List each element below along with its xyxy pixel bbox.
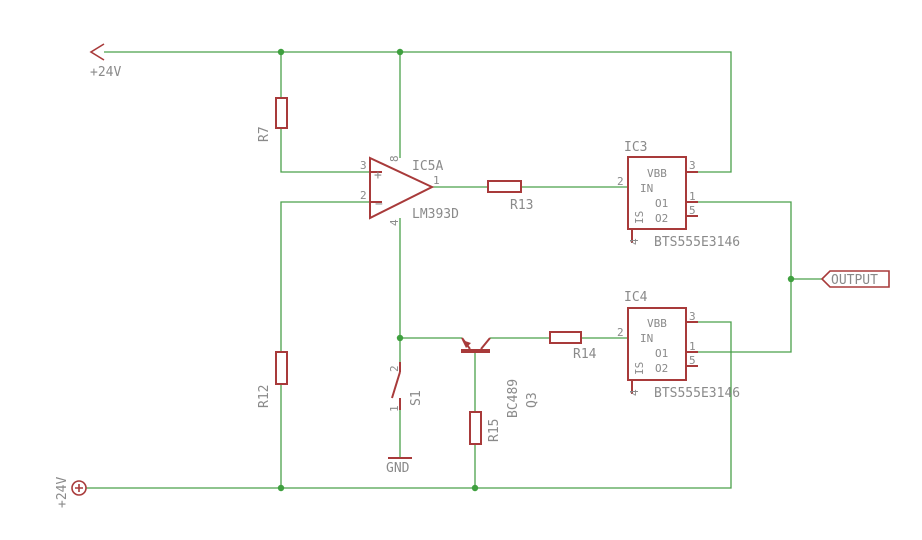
- resistor-r7[interactable]: R7: [257, 97, 288, 142]
- opamp-minus-sign: −: [375, 197, 383, 212]
- ic4-pin-vbb: 3: [689, 310, 696, 323]
- ic4-in-label: IN: [640, 332, 653, 345]
- switch-name: S1: [409, 390, 424, 406]
- switch-pin2: 2: [388, 365, 401, 372]
- ic3-o1-label: O1: [655, 197, 668, 210]
- ic-body: [627, 307, 687, 381]
- junction-dot: [396, 48, 404, 56]
- ic-pin-stubs: [631, 321, 698, 394]
- supply-arrow-icon: [89, 43, 105, 61]
- output-port-icon: [820, 270, 890, 288]
- resistor-r13[interactable]: R13: [487, 180, 533, 213]
- supply-plus-icon: [75, 484, 83, 492]
- junction-dot: [787, 275, 795, 283]
- opamp-pin-gnd: 4: [388, 219, 401, 226]
- resistor-r14[interactable]: R14: [549, 331, 597, 362]
- output-port[interactable]: OUTPUT: [820, 270, 890, 288]
- ground-label: GND: [386, 461, 410, 476]
- ic3-name: IC3: [624, 140, 647, 155]
- ic4-vbb-label: VBB: [647, 317, 667, 330]
- switch-contact-icon: [391, 362, 401, 410]
- ic3-is-label: IS: [633, 211, 646, 224]
- ic3-in-label: IN: [640, 182, 653, 195]
- supply-bottom-symbol[interactable]: +24V: [55, 477, 87, 508]
- ic4-name: IC4: [624, 290, 648, 305]
- resistor-r14-label: R14: [573, 347, 597, 362]
- ground-symbol[interactable]: GND: [386, 457, 412, 476]
- opamp-plus-sign: +: [374, 168, 382, 183]
- ic3-o2-label: O2: [655, 212, 668, 225]
- ic4-is-label: IS: [633, 362, 646, 375]
- ic3-pin-is: 4: [628, 238, 641, 245]
- ic4-o2-label: O2: [655, 362, 668, 375]
- ic4-value: BTS555E3146: [654, 386, 740, 401]
- supply-top-symbol[interactable]: +24V: [89, 43, 121, 80]
- resistor-r13-label: R13: [510, 198, 533, 213]
- opamp-pin-plus: 3: [360, 159, 367, 172]
- transistor-q3[interactable]: BC489 Q3: [461, 337, 540, 418]
- resistor-body: [549, 331, 582, 344]
- opamp-triangle-icon: [369, 156, 435, 220]
- supply-pad-icon: [71, 480, 87, 496]
- opamp-name: IC5A: [412, 159, 443, 174]
- ic3-vbb-label: VBB: [647, 167, 667, 180]
- junction-dot: [277, 48, 285, 56]
- transistor-value: BC489: [506, 379, 521, 418]
- resistor-body: [487, 180, 522, 193]
- ic3-value: BTS555E3146: [654, 235, 740, 250]
- ic-body: [627, 156, 687, 230]
- resistor-body: [469, 411, 482, 445]
- ic-pin-stubs: [631, 171, 698, 243]
- resistor-r12[interactable]: R12: [257, 351, 288, 408]
- output-label: OUTPUT: [831, 273, 878, 288]
- opamp-pin-out: 1: [433, 174, 440, 187]
- ic3-pin-vbb: 3: [689, 159, 696, 172]
- transistor-base-bar: [461, 349, 490, 353]
- ic4-o1-label: O1: [655, 347, 668, 360]
- resistor-r15-label: R15: [487, 419, 502, 442]
- switch-pin1: 1: [388, 405, 401, 412]
- wires: [86, 51, 822, 489]
- ic3-pin-o2: 5: [689, 204, 696, 217]
- ic3-pin-in: 2: [617, 175, 624, 188]
- switch-s1[interactable]: 2 1 S1: [388, 362, 424, 412]
- comparator-ic5a[interactable]: + − 3 2 1 8 4 IC5A LM393D: [360, 155, 459, 226]
- ic4-high-side-switch[interactable]: IC4 VBB IN O1 O2 IS 2 3 1 5 4 BTS555E314…: [617, 290, 740, 401]
- resistor-r7-label: R7: [257, 126, 272, 142]
- opamp-pin-minus: 2: [360, 189, 367, 202]
- opamp-value: LM393D: [412, 207, 459, 222]
- resistor-r12-label: R12: [257, 385, 272, 408]
- ic3-pin-o1: 1: [689, 190, 696, 203]
- transistor-name: Q3: [525, 392, 540, 408]
- resistor-body: [275, 97, 288, 129]
- junctions: [277, 48, 795, 492]
- ic4-pin-o1: 1: [689, 340, 696, 353]
- resistor-body: [275, 351, 288, 385]
- transistor-emitter-arrow-icon: [462, 340, 471, 348]
- opamp-input-stubs: [370, 171, 382, 203]
- supply-bottom-label: +24V: [55, 477, 70, 508]
- ic4-pin-in: 2: [617, 326, 624, 339]
- ic3-high-side-switch[interactable]: IC3 VBB IN O1 O2 IS 2 3 1 5 4 BTS555E314…: [617, 140, 740, 250]
- junction-dot: [277, 484, 285, 492]
- supply-top-label: +24V: [90, 65, 121, 80]
- ic4-pin-is: 4: [628, 389, 641, 396]
- junction-dot: [471, 484, 479, 492]
- opamp-pin-vcc: 8: [388, 155, 401, 162]
- junction-dot: [396, 334, 404, 342]
- resistor-r15[interactable]: R15: [469, 411, 502, 445]
- ic4-pin-o2: 5: [689, 354, 696, 367]
